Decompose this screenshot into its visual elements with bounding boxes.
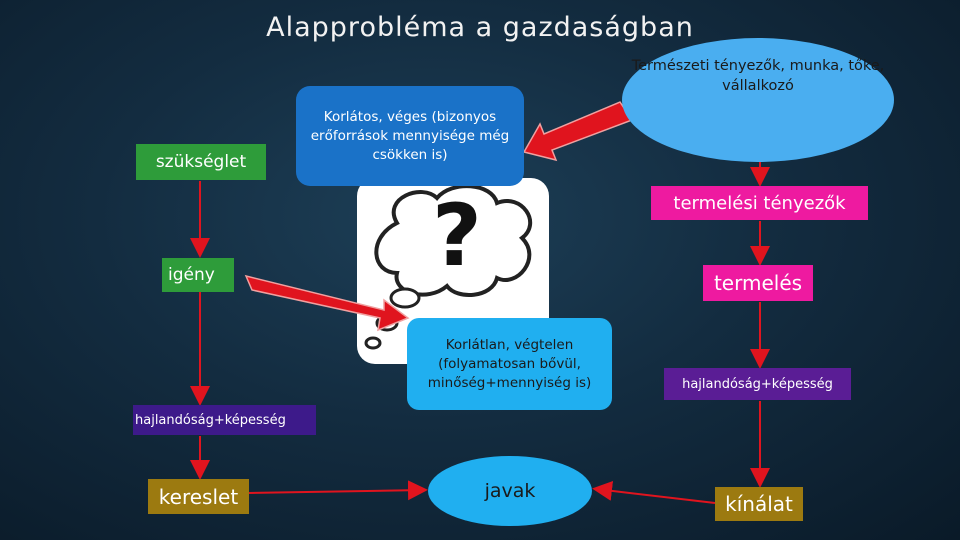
node-javak: javak [428,456,592,526]
page-title: Alapprobléma a gazdaságban [266,12,694,43]
node-hajlandosag-right: hajlandóság+képesség [664,368,851,400]
node-termelesi-tenyezok: termelési tényezők [651,186,868,220]
node-natural-factors: Természeti tényezők, munka, tőke, vállal… [622,38,894,162]
connector-kinalat-javak [592,480,716,504]
node-kinalat: kínálat [715,487,803,521]
node-szukseglet: szükséglet [136,144,266,180]
node-termeles: termelés [703,265,813,301]
connector-kereslet-javak [248,480,428,501]
big-red-arrow-icon [522,101,634,162]
node-unlimited-needs: Korlátlan, végtelen (folyamatosan bővül,… [407,318,612,410]
big-red-arrow-icon [244,274,410,332]
question-mark-icon: ? [432,186,482,286]
node-hajlandosag-left: hajlandóság+képesség [133,405,316,435]
node-igeny: igény [162,258,234,292]
node-limited-resources: Korlátos, véges (bizonyos erőforrások me… [296,86,524,186]
node-kereslet: kereslet [148,479,249,514]
